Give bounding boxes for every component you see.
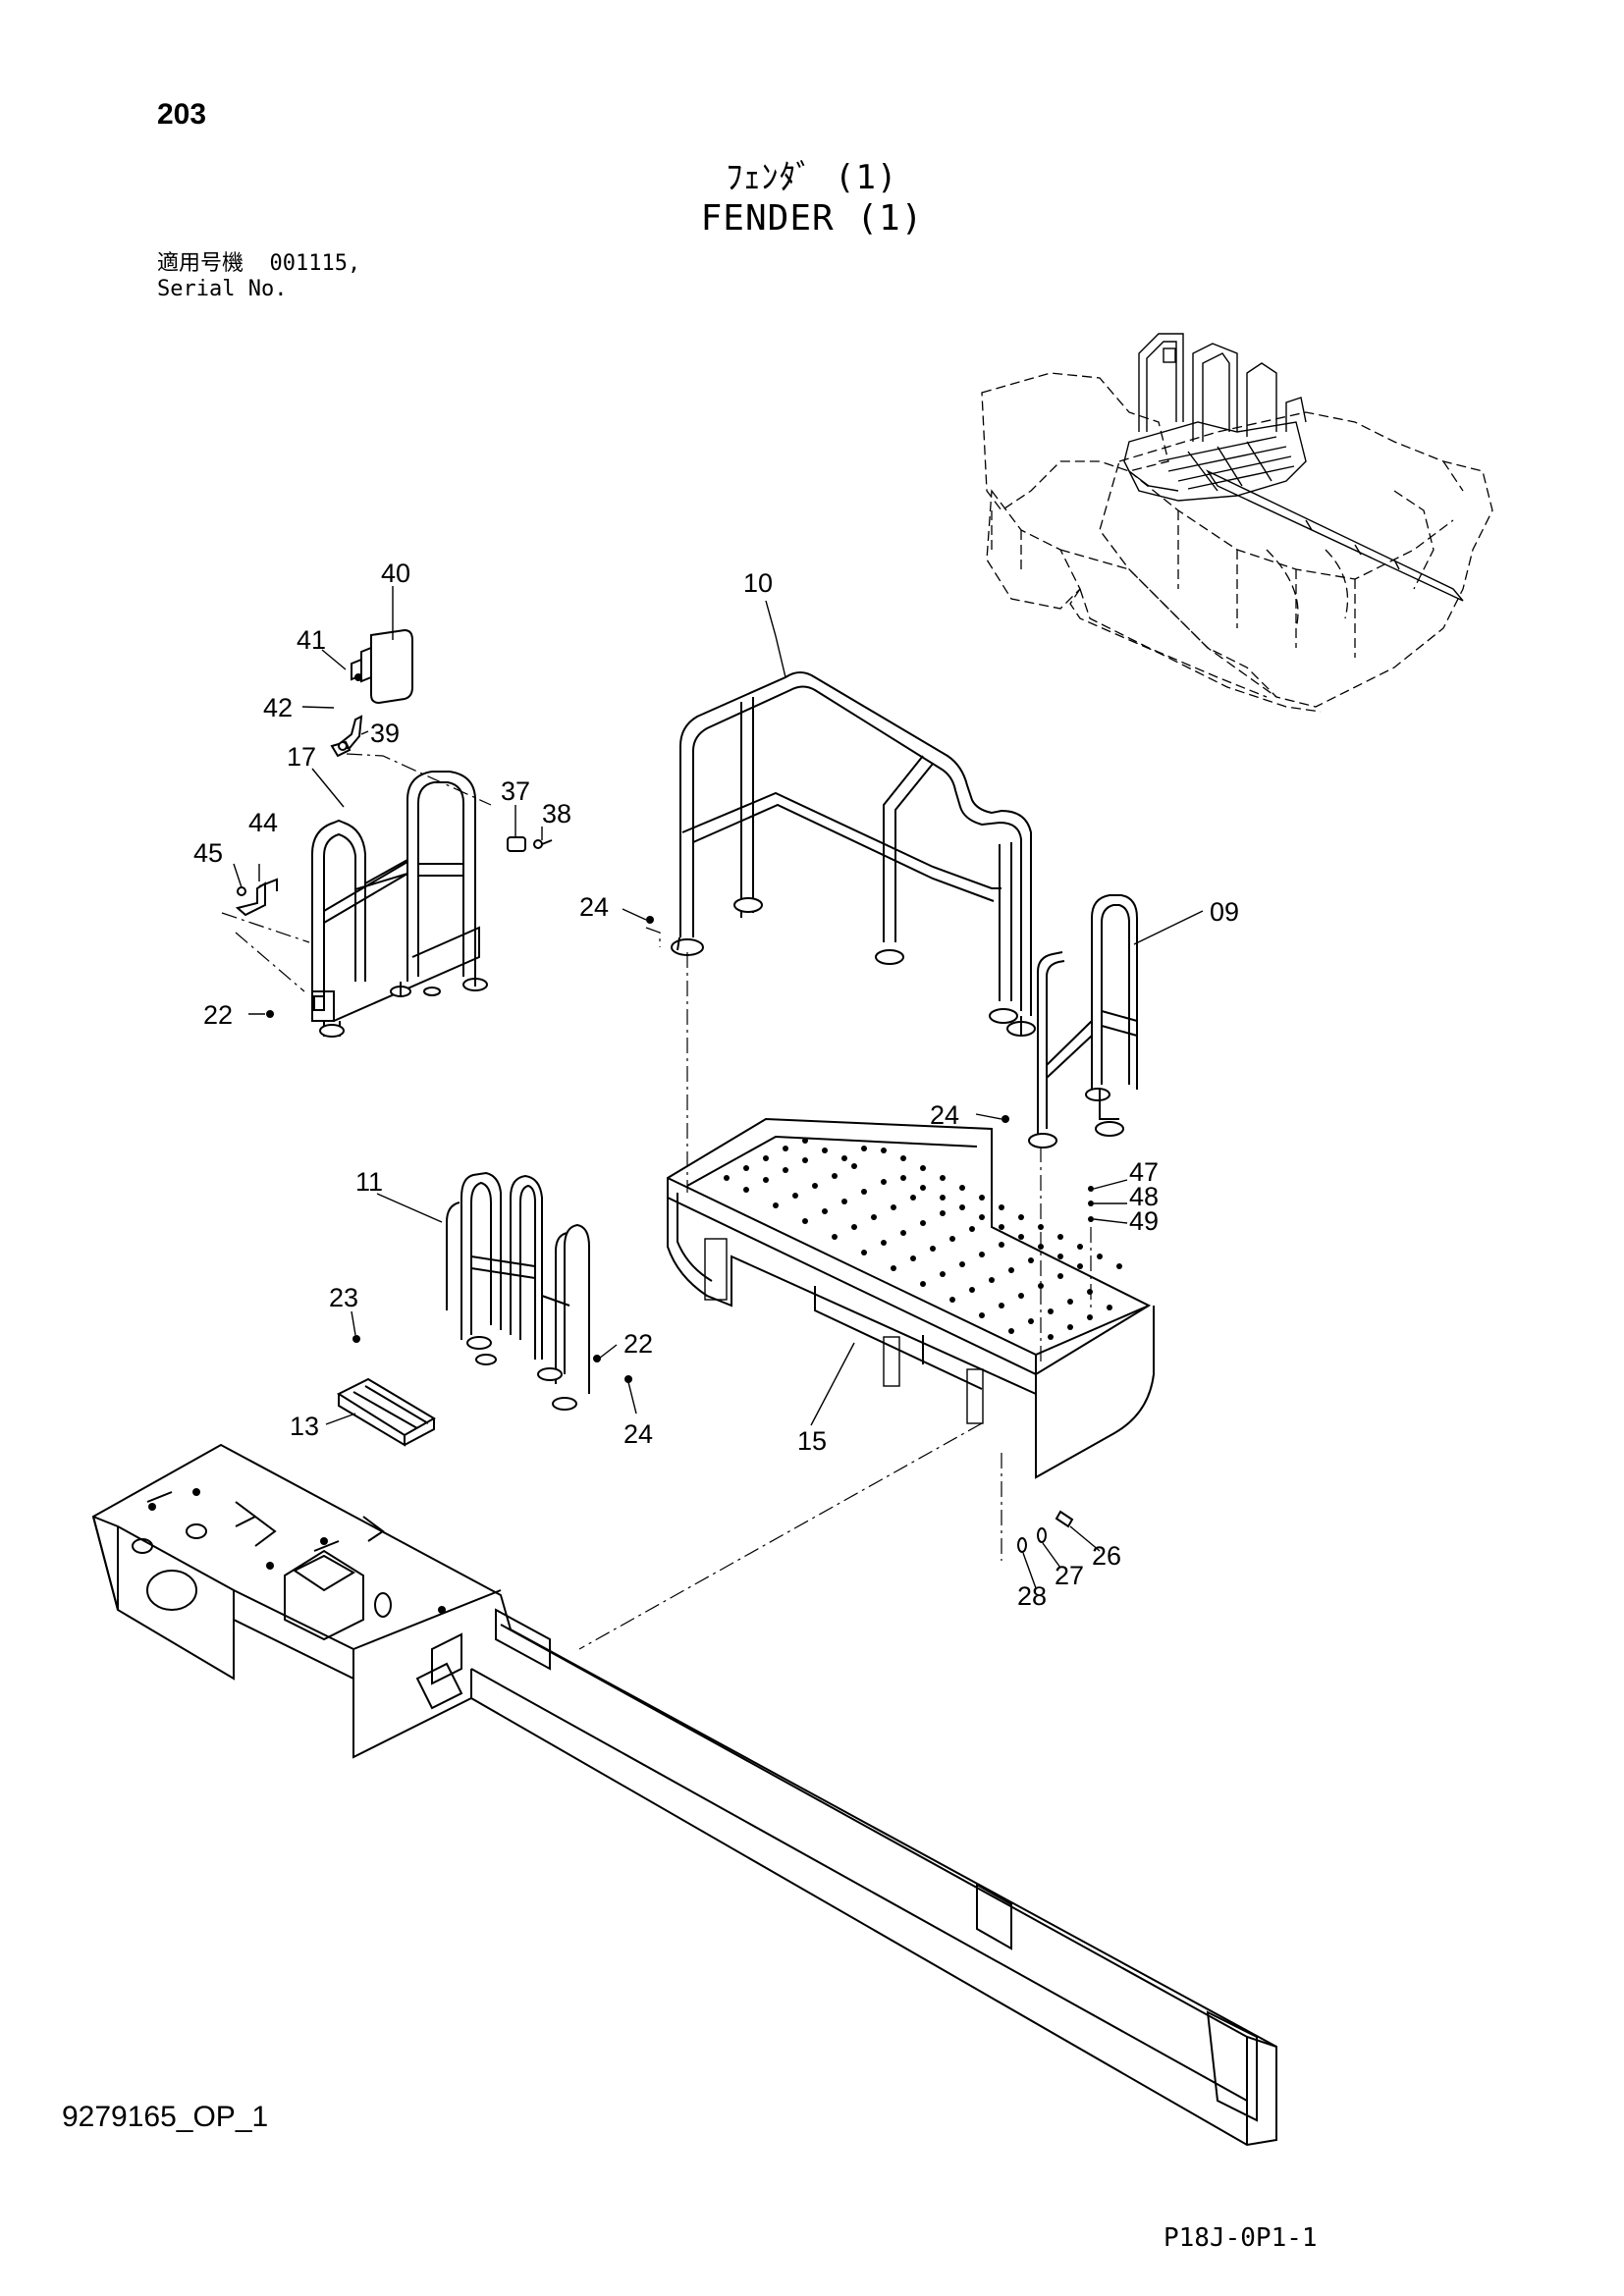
callout-24-upper: 24	[579, 892, 609, 922]
callout-37: 37	[501, 776, 530, 806]
callout-38: 38	[542, 799, 571, 828]
callout-13: 13	[290, 1412, 319, 1441]
part-10-handrail	[671, 671, 1036, 1037]
title-english: FENDER (1)	[700, 198, 924, 239]
callout-42: 42	[263, 693, 293, 722]
callout-27: 27	[1055, 1561, 1084, 1590]
callout-11: 11	[355, 1167, 383, 1197]
page-code: P18J-0P1-1	[1164, 2223, 1318, 2253]
part-37-clip	[507, 836, 553, 852]
callout-24-right: 24	[930, 1100, 959, 1130]
callout-48: 48	[1129, 1182, 1159, 1211]
main-frame-beam	[91, 1443, 1277, 2147]
fasteners	[266, 673, 1094, 1553]
part-11-handrail	[446, 1171, 590, 1411]
callout-10: 10	[743, 568, 773, 598]
serial-label-jp: 適用号機	[157, 251, 244, 276]
callout-45: 45	[193, 838, 223, 868]
document-id: 9279165_OP_1	[62, 2101, 269, 2133]
part-09-handrail	[1028, 894, 1138, 1148]
callout-17: 17	[287, 742, 316, 772]
alignment-lines	[221, 753, 1092, 1650]
callouts: 40 41 42 39 17 37 38 44 45 22 10 09 24 2…	[193, 559, 1239, 1611]
serial-label-en: Serial No.	[157, 277, 288, 301]
callout-22-upper: 22	[203, 1000, 233, 1030]
serial-block: 適用号機 001115, Serial No.	[157, 251, 360, 302]
part-44-bracket	[235, 878, 278, 917]
callout-44: 44	[248, 808, 278, 837]
callout-39: 39	[370, 719, 400, 748]
callout-40: 40	[381, 559, 410, 588]
callout-26: 26	[1092, 1541, 1121, 1571]
callout-23: 23	[329, 1283, 358, 1312]
callout-47: 47	[1129, 1157, 1159, 1187]
callout-28: 28	[1017, 1581, 1047, 1611]
callout-49: 49	[1129, 1206, 1159, 1236]
part-17-handrail	[311, 771, 488, 1038]
part-13-step	[336, 1377, 436, 1447]
leader-lines	[233, 586, 1204, 1589]
part-40-mirror	[330, 628, 413, 758]
callout-15: 15	[797, 1426, 827, 1456]
page-number: 203	[157, 98, 207, 131]
callout-09: 09	[1210, 897, 1239, 927]
part-15-fender-deck	[667, 1117, 1155, 1479]
serial-value: 001115,	[269, 251, 361, 276]
callout-41: 41	[297, 625, 326, 655]
title-japanese: ﾌｪﾝﾀﾞ (1)	[726, 158, 898, 197]
callout-22-lower: 22	[623, 1329, 653, 1359]
callout-24-lower: 24	[623, 1419, 653, 1449]
overview-machine	[981, 333, 1493, 713]
